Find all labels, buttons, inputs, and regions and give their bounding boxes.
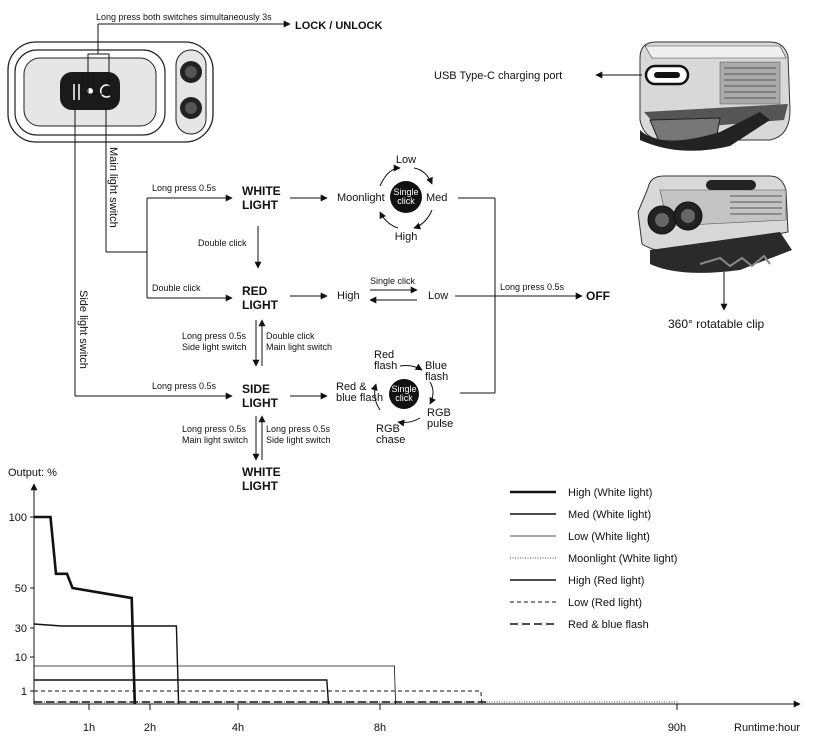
side-white-arrows	[252, 415, 266, 461]
lock-instruction: Long press both switches simultaneously …	[96, 12, 272, 22]
headlamp-clip-illustration	[637, 175, 792, 273]
y-tick-marks	[30, 516, 34, 692]
series-line-5	[34, 690, 483, 705]
y-tick-30: 30	[15, 623, 27, 635]
legend-label-5: Low (Red light)	[568, 597, 642, 609]
headlamp-usb-illustration	[639, 41, 791, 151]
x-tick-8h: 8h	[374, 722, 386, 734]
series-line-3	[34, 701, 680, 705]
legend-label-3: Moonlight (White light)	[568, 553, 677, 565]
main-light-switch-label: Main light switch	[107, 147, 119, 228]
label-off-long-press: Long press 0.5s	[500, 282, 565, 292]
x-tick-90h: 90h	[668, 722, 686, 734]
label-long-press-white: Long press 0.5s	[152, 183, 217, 193]
x-tick-1h: 1h	[83, 722, 95, 734]
off-connector	[455, 197, 583, 394]
side-light-switch-label: Side light switch	[77, 290, 89, 369]
series-line-1	[33, 623, 180, 705]
red-single-click: Single click	[370, 276, 416, 286]
legend-label-1: Med (White light)	[568, 509, 651, 521]
lock-unlock-label: LOCK / UNLOCK	[295, 20, 382, 32]
y-tick-50: 50	[15, 583, 27, 595]
series-line-4	[34, 679, 330, 705]
legend-label-2: Low (White light)	[568, 531, 650, 543]
label-long-press-side: Long press 0.5s	[152, 381, 217, 391]
runtime-chart: Output: % Runtime:hour 100 50 30 10 1 1h…	[8, 467, 801, 734]
y-axis-label: Output: %	[8, 467, 57, 479]
label-double-click: Double click	[198, 238, 247, 248]
red-side-arrows	[252, 319, 266, 367]
side-red-blue-flash: Red &blue flash	[336, 381, 383, 404]
x-tick-marks	[88, 704, 678, 710]
red-low: Low	[428, 290, 448, 302]
red-high: High	[337, 290, 360, 302]
legend-label-4: High (Red light)	[568, 575, 644, 587]
series-layer	[33, 515, 680, 705]
chart-legend: High (White light) Med (White light) Low (…	[510, 487, 677, 631]
legend-label-0: High (White light)	[568, 487, 652, 499]
x-tick-2h: 2h	[144, 722, 156, 734]
white-low: Low	[396, 154, 416, 166]
series-line-6	[34, 701, 490, 705]
white-high: High	[395, 231, 418, 243]
white-med: Med	[426, 192, 447, 204]
switch-panel-illustration	[7, 41, 214, 143]
y-tick-10: 10	[15, 652, 27, 664]
y-tick-100: 100	[9, 512, 27, 524]
legend-label-6: Red & blue flash	[568, 619, 649, 631]
label-double-click-red: Double click	[152, 283, 201, 293]
lock-connector	[87, 20, 291, 95]
series-line-2	[34, 665, 396, 705]
usb-port-label: USB Type-C charging port	[434, 70, 562, 82]
series-line-0	[34, 515, 137, 705]
clip-label: 360° rotatable clip	[668, 317, 765, 331]
x-axis-label: Runtime:hour	[734, 722, 800, 734]
y-tick-1: 1	[21, 686, 27, 698]
white-moonlight: Moonlight	[337, 192, 385, 204]
x-tick-4h: 4h	[232, 722, 244, 734]
off-label: OFF	[586, 289, 610, 303]
switch-connectors	[74, 108, 233, 400]
